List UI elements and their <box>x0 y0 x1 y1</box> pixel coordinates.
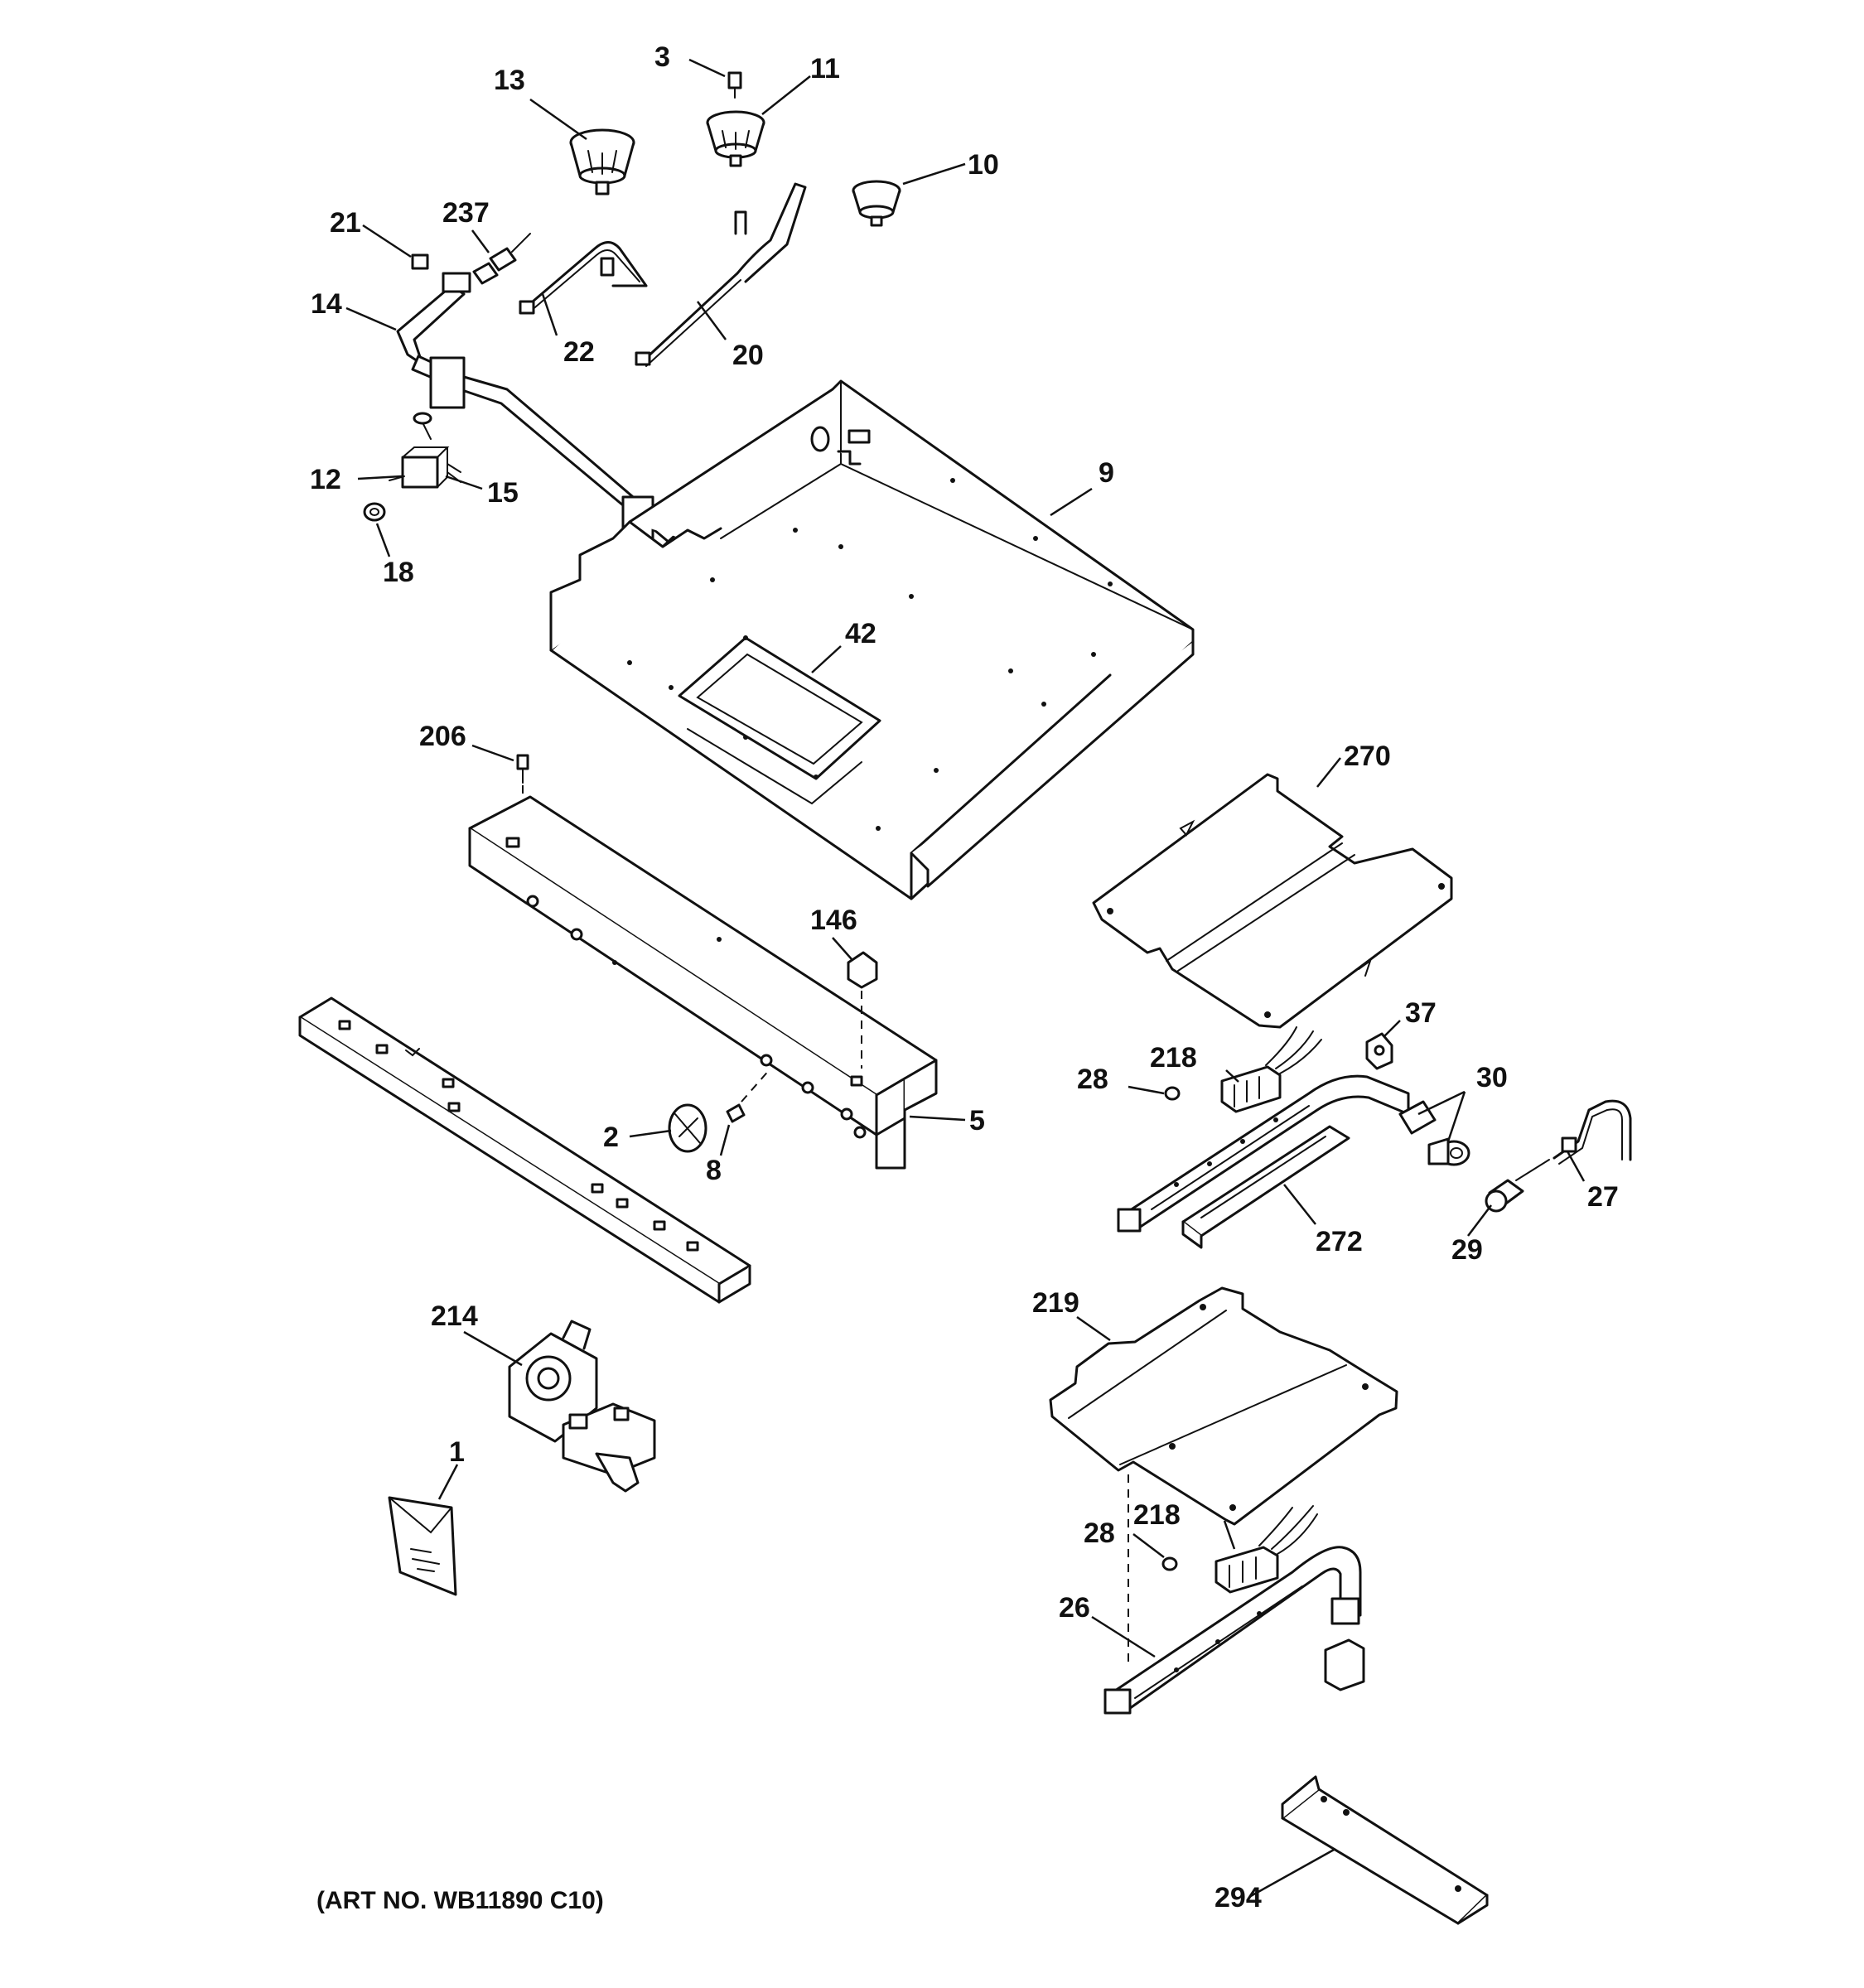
label-42: 42 <box>845 618 876 649</box>
tube-27 <box>1553 1099 1632 1165</box>
label-30: 30 <box>1476 1062 1508 1093</box>
access-cover-42 <box>678 635 881 805</box>
knob-2 <box>668 1103 707 1153</box>
label-294: 294 <box>1214 1882 1262 1913</box>
label-26: 26 <box>1059 1592 1090 1624</box>
fitting-237 <box>472 233 531 285</box>
screw-8 <box>726 1068 771 1123</box>
screw-3 <box>727 71 742 99</box>
label-270: 270 <box>1344 741 1391 772</box>
orifice-29 <box>1485 1159 1550 1213</box>
label-11: 11 <box>810 53 840 84</box>
literature-envelope-1 <box>388 1496 457 1596</box>
label-29: 29 <box>1451 1234 1483 1266</box>
label-13: 13 <box>494 65 525 96</box>
label-9: 9 <box>1099 457 1114 489</box>
bracket-37 <box>1365 1032 1393 1070</box>
screw-28-upper <box>1164 1086 1181 1101</box>
label-12: 12 <box>310 464 341 495</box>
bracket-294 <box>1281 1775 1489 1925</box>
spreader-272 <box>1181 1125 1350 1249</box>
label-206: 206 <box>419 721 466 752</box>
screw-28-lower <box>1161 1556 1178 1571</box>
burner-26 <box>1103 1546 1365 1715</box>
label-3: 3 <box>654 41 670 73</box>
tube-22 <box>519 241 648 315</box>
burner-head-10 <box>852 180 901 227</box>
label-10: 10 <box>968 149 999 181</box>
label-146: 146 <box>810 905 857 936</box>
baffle-270 <box>1092 773 1453 1029</box>
burner-head-11 <box>706 110 765 167</box>
label-272: 272 <box>1316 1226 1363 1257</box>
leader-lines <box>345 58 1586 1899</box>
label-28-upper: 28 <box>1077 1064 1108 1095</box>
label-219: 219 <box>1032 1287 1079 1319</box>
label-237: 237 <box>442 197 490 229</box>
burner-box-9 <box>549 379 1195 900</box>
regulator-214 <box>508 1320 656 1493</box>
baffle-219 <box>1049 1286 1398 1526</box>
manifold-panel-5 <box>468 795 938 1170</box>
nut-18 <box>363 502 386 522</box>
label-27: 27 <box>1587 1181 1619 1213</box>
trim-strip <box>298 996 751 1304</box>
art-number-caption: (ART NO. WB11890 C10) <box>316 1887 604 1914</box>
label-18: 18 <box>383 557 414 588</box>
clip-146 <box>847 951 878 1069</box>
callout-labels: 3 13 11 10 21 237 14 22 20 12 15 18 9 42… <box>310 41 1619 1913</box>
label-22: 22 <box>563 336 595 368</box>
burner-head-13 <box>569 128 635 195</box>
label-5: 5 <box>969 1105 985 1136</box>
label-214: 214 <box>431 1300 478 1332</box>
igniter-218-upper <box>1220 1026 1322 1113</box>
label-20: 20 <box>732 340 764 371</box>
label-28-lower: 28 <box>1084 1518 1115 1549</box>
fitting-21 <box>411 253 429 270</box>
label-1: 1 <box>449 1436 465 1468</box>
label-15: 15 <box>487 477 519 509</box>
igniter-218-lower <box>1214 1505 1318 1594</box>
tube-20 <box>635 182 807 367</box>
label-2: 2 <box>603 1122 619 1153</box>
label-218-upper: 218 <box>1150 1042 1197 1074</box>
label-218-lower: 218 <box>1133 1499 1181 1531</box>
label-21: 21 <box>330 207 361 239</box>
label-37: 37 <box>1405 997 1437 1029</box>
label-14: 14 <box>311 288 342 320</box>
label-8: 8 <box>706 1155 722 1186</box>
